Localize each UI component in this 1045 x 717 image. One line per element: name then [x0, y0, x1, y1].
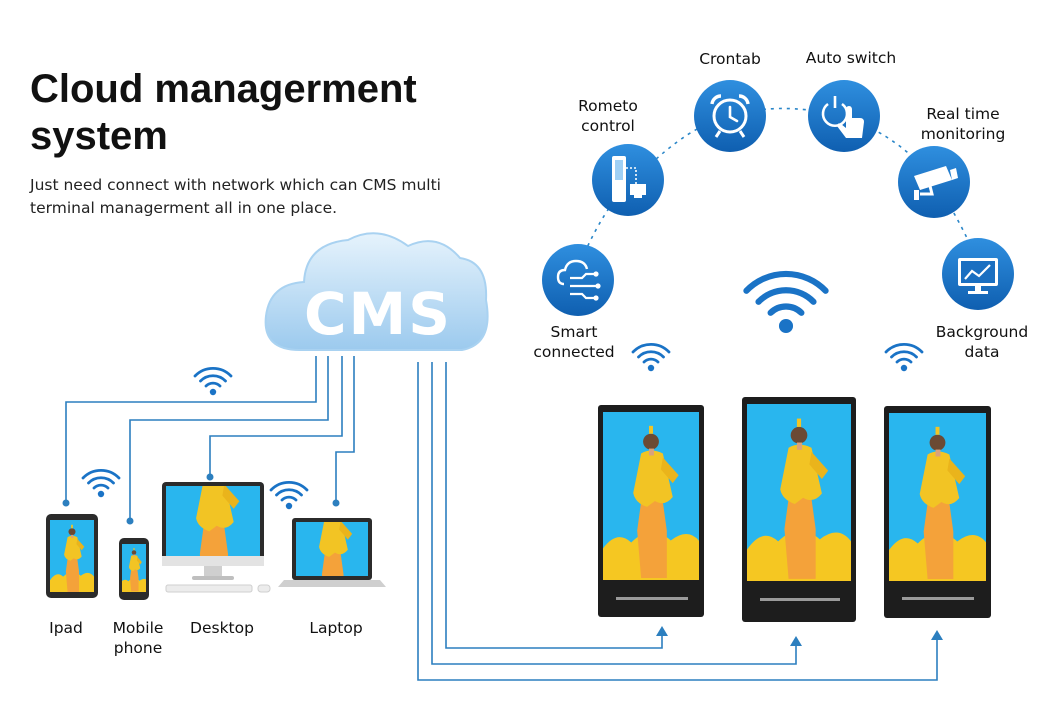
connection-laptop — [335, 356, 355, 500]
connection-arrowheads — [656, 626, 943, 646]
laptop-device — [278, 518, 386, 587]
function-label-background-data: Background data — [935, 323, 1029, 361]
mobile-phone-device — [119, 538, 149, 600]
connection-kiosk-3 — [417, 362, 938, 681]
kiosk-display-3 — [884, 406, 991, 618]
connection-kiosk-2 — [431, 362, 797, 665]
device-label-ipad: Ipad — [49, 619, 83, 637]
page-title: Cloud managerment system — [30, 67, 417, 158]
connection-ipad — [65, 356, 317, 500]
smart-connect-icon — [542, 244, 614, 316]
wifi-icon — [193, 366, 233, 397]
power-touch-icon — [808, 80, 880, 152]
mobile-screen — [122, 544, 146, 592]
kiosk-display-2 — [742, 397, 856, 622]
function-label-auto-switch: Auto switch — [805, 49, 897, 67]
kiosk-screen-2 — [747, 404, 851, 581]
ipad-screen — [50, 520, 94, 592]
desktop-device — [162, 482, 271, 593]
wifi-icon — [631, 342, 671, 373]
function-label-real-time-monitoring: Real time monitoring — [920, 105, 1006, 143]
function-label-crontab: Crontab — [699, 50, 761, 68]
chart-monitor-icon — [942, 238, 1014, 310]
device-label-laptop: Laptop — [309, 619, 363, 637]
wifi-icon — [81, 468, 121, 499]
remote-control-icon — [592, 144, 664, 216]
connection-dots — [62, 473, 340, 525]
security-camera-icon — [898, 146, 970, 218]
page-subtitle: Just need connect with network which can… — [30, 176, 441, 217]
device-connections — [65, 356, 355, 518]
laptop-screen — [296, 522, 368, 576]
kiosk-connections — [417, 362, 938, 681]
connection-desktop — [209, 356, 343, 474]
function-label-smart-connected: Smart connected — [533, 323, 615, 361]
connection-mobile — [129, 356, 329, 518]
alarm-clock-icon — [694, 80, 766, 152]
function-label-remote-control: Rometo control — [578, 97, 638, 135]
device-label-desktop: Desktop — [190, 619, 254, 637]
kiosk-screen-3 — [889, 413, 986, 581]
cms-label: CMS — [304, 280, 452, 348]
cms-cloud: CMS — [264, 232, 489, 351]
device-label-mobile-phone: Mobile phone — [112, 619, 164, 657]
wifi-icon — [884, 342, 924, 373]
kiosk-display-1 — [598, 405, 704, 617]
ipad-device — [46, 514, 98, 598]
wifi-icon — [269, 480, 309, 511]
kiosk-screen-1 — [603, 412, 699, 580]
wifi-large-icon — [746, 274, 825, 333]
connection-kiosk-1 — [445, 362, 663, 649]
